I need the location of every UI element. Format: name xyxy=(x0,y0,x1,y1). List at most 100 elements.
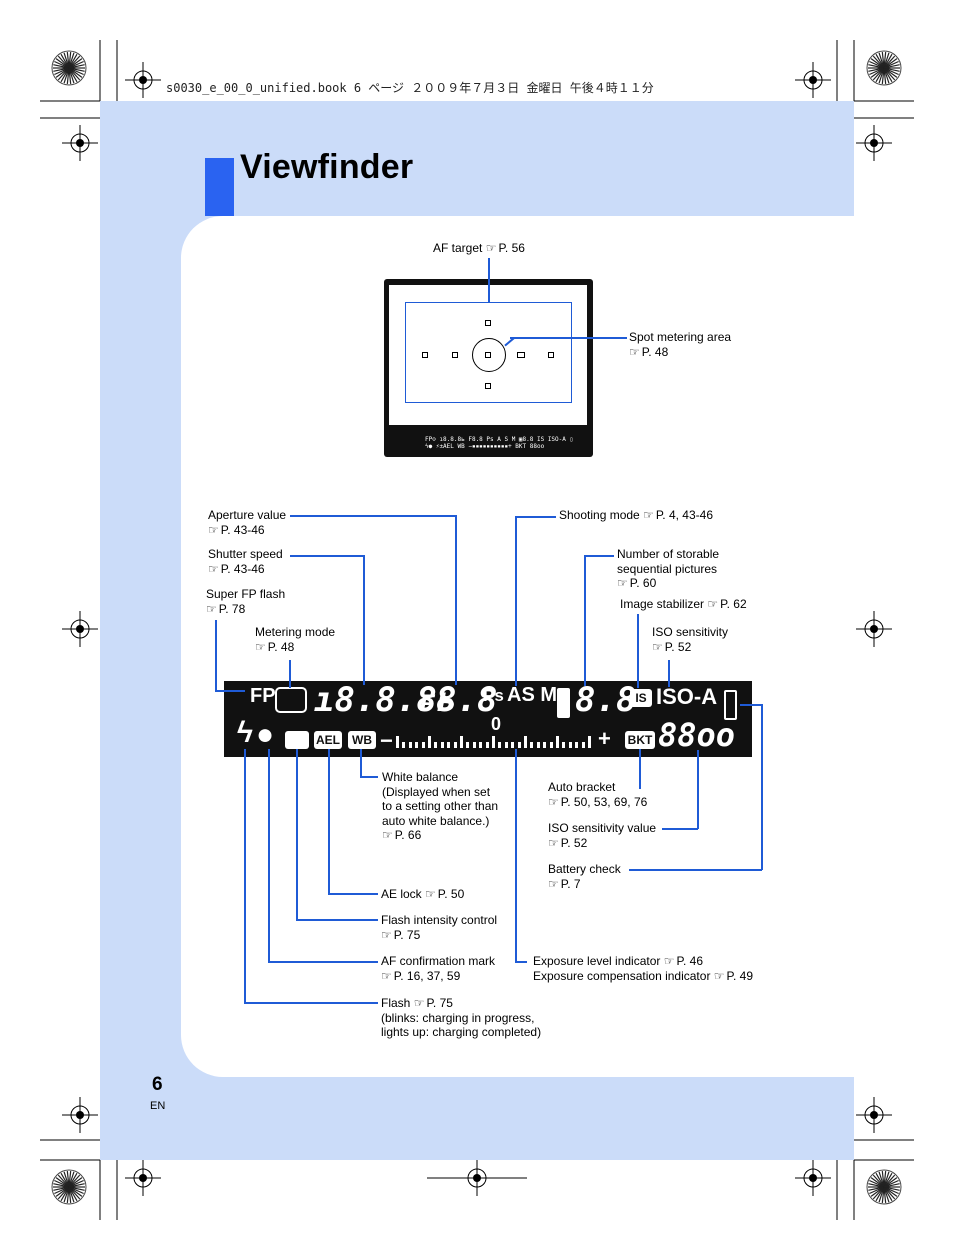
af-point-right xyxy=(517,352,525,358)
leader-flashint-h xyxy=(296,919,378,921)
lcd-flash-icon: ϟ xyxy=(237,716,253,749)
leader-shutter-v xyxy=(363,555,365,685)
leader-af-target xyxy=(488,258,490,302)
language-code: EN xyxy=(150,1100,166,1112)
lcd-bkt: BKT xyxy=(625,731,655,749)
label-shooting: Shooting mode P. 4, 43-46 xyxy=(559,508,713,523)
exposure-tick xyxy=(421,742,425,748)
lcd-ael: AEL xyxy=(314,731,342,749)
af-point-top xyxy=(485,320,491,326)
exposure-tick xyxy=(466,742,470,748)
af-area-box xyxy=(405,302,572,403)
label-af-confirmation: AF confirmation markP. 16, 37, 59 xyxy=(381,954,495,983)
exposure-tick xyxy=(511,742,515,748)
battery-icon xyxy=(724,690,737,720)
spot-metering-circle xyxy=(472,338,506,372)
label-battery: Battery checkP. 7 xyxy=(548,862,621,891)
exposure-tick xyxy=(408,742,412,748)
leader-battery-h xyxy=(629,869,762,871)
af-point-bottom xyxy=(485,383,491,389)
exposure-tick xyxy=(485,742,489,748)
leader-ael-h xyxy=(328,893,378,895)
leader-isoval-v xyxy=(697,750,699,829)
leader-ael-v xyxy=(328,749,330,894)
exposure-tick xyxy=(549,742,553,748)
viewfinder-mini-row2: ϟ● ⚡±AEL WB −▪▪▪▪▪▪▪▪▪▪+ BKT 88oo xyxy=(425,443,545,450)
af-point-far-right xyxy=(548,352,554,358)
running-header: s0030_e_00_0_unified.book 6 ページ ２００９年７月３… xyxy=(166,81,654,95)
leader-wb-h xyxy=(360,776,378,778)
exposure-tick xyxy=(562,742,566,748)
leader-battery-top xyxy=(740,704,762,706)
leader-storable-v xyxy=(584,555,586,686)
label-super-fp: Super FP flashP. 78 xyxy=(206,587,285,616)
exposure-tick xyxy=(428,736,431,748)
lcd-image-stabilizer: IS xyxy=(630,689,652,707)
lcd-sequential: 8.8 xyxy=(575,680,637,720)
leader-aperture-v xyxy=(455,515,457,685)
page-title: Viewfinder xyxy=(240,148,414,186)
page-number: 6 xyxy=(152,1074,163,1095)
exposure-tick xyxy=(396,736,399,748)
leader-afconf-h xyxy=(268,961,378,963)
exposure-tick xyxy=(472,742,476,748)
label-spot-metering: Spot metering area P. 48 xyxy=(629,330,731,359)
viewfinder-mini-lcd: FP⊙ ı8.8.8ь F8.8 Ps A S M ▣8.8 IS ISO-A … xyxy=(425,436,573,450)
exposure-level-bar xyxy=(396,734,596,748)
lcd-plus: + xyxy=(598,726,611,751)
exposure-tick xyxy=(492,736,495,748)
exposure-tick xyxy=(556,736,559,748)
af-point-left xyxy=(452,352,458,358)
lcd-iso-value: 88oo xyxy=(658,716,736,754)
label-iso: ISO sensitivityP. 52 xyxy=(652,625,728,654)
exposure-tick xyxy=(581,742,585,748)
label-shutter: Shutter speedP. 43-46 xyxy=(208,547,283,576)
exposure-tick xyxy=(460,736,463,748)
label-auto-bracket: Auto bracketP. 50, 53, 69, 76 xyxy=(548,780,647,809)
viewfinder-mini-row1: FP⊙ ı8.8.8ь F8.8 Ps A S M ▣8.8 IS ISO-A … xyxy=(425,436,574,443)
exposure-tick xyxy=(498,742,502,748)
exposure-tick xyxy=(434,742,438,748)
label-stabilizer: Image stabilizer P. 62 xyxy=(620,597,747,612)
leader-metering xyxy=(289,660,291,688)
label-af-target: AF target P. 56 xyxy=(433,241,525,256)
label-flash-intensity: Flash intensity controlP. 75 xyxy=(381,913,497,942)
lcd-fp: FP xyxy=(250,685,276,707)
lcd-asm: AS M xyxy=(507,684,557,706)
lcd-iso: ISO-A xyxy=(656,684,718,709)
flash-intensity-icon xyxy=(285,731,309,749)
leader-flash-v xyxy=(244,749,246,1003)
leader-wb-v xyxy=(360,749,362,777)
lcd-ps: Ps xyxy=(483,686,504,705)
leader-exposure-h xyxy=(515,961,527,963)
exposure-tick xyxy=(517,742,521,748)
leader-spot-metering xyxy=(510,337,627,339)
label-exposure: Exposure level indicator P. 46 Exposure … xyxy=(533,954,753,983)
exposure-tick xyxy=(588,736,591,748)
leader-afconf-v xyxy=(268,749,270,962)
leader-aperture-h xyxy=(290,515,456,517)
label-metering: Metering modeP. 48 xyxy=(255,625,335,654)
leader-super-fp-h xyxy=(215,690,245,692)
label-iso-value: ISO sensitivity valueP. 52 xyxy=(548,821,656,850)
lcd-minus: − xyxy=(380,728,393,753)
lcd-wb: WB xyxy=(348,731,376,749)
title-accent-bar xyxy=(205,158,234,216)
leader-shooting-v xyxy=(515,516,517,686)
leader-flashint-v xyxy=(296,749,298,920)
exposure-tick xyxy=(536,742,540,748)
exposure-tick xyxy=(504,742,508,748)
exposure-tick xyxy=(415,742,419,748)
label-flash: Flash P. 75 (blinks: charging in progres… xyxy=(381,996,541,1040)
exposure-tick xyxy=(447,742,451,748)
exposure-tick xyxy=(524,736,527,748)
lcd-zero: 0 xyxy=(491,714,502,734)
lcd-f-letter: F xyxy=(420,690,435,717)
exposure-tick xyxy=(568,742,572,748)
label-white-balance: White balance(Displayed when set to a se… xyxy=(382,770,498,843)
leader-shutter-h xyxy=(290,555,364,557)
leader-stabilizer xyxy=(637,614,639,688)
exposure-tick xyxy=(402,742,406,748)
lcd-shutter-speed: ı8.8.8ь xyxy=(314,680,458,720)
